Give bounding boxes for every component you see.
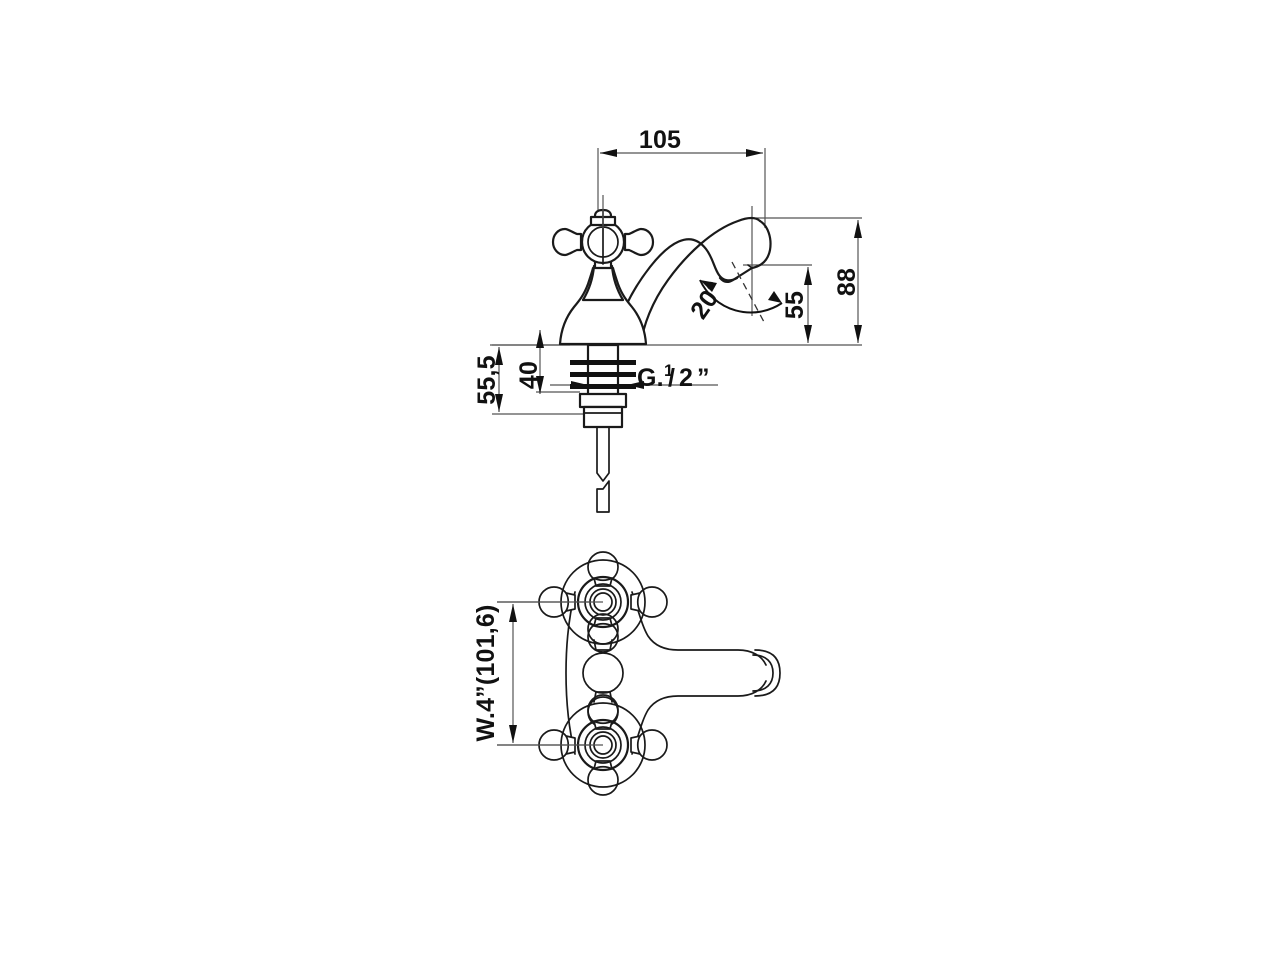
handle-horizontal-arm-right bbox=[623, 227, 655, 257]
thread-numerator-label: 1 bbox=[664, 361, 673, 380]
shank-nut bbox=[582, 405, 624, 429]
dim-40-label: 40 bbox=[515, 361, 543, 389]
faucet-side-geometry bbox=[551, 195, 772, 513]
top-plan-view: W.4”(101,6) bbox=[472, 551, 781, 796]
plan-spout-tip-inner bbox=[752, 654, 774, 692]
dim-handle-centers-label: W.4”(101,6) bbox=[472, 605, 500, 742]
dim-88-label: 88 bbox=[833, 268, 861, 296]
plan-cross-handle-lower bbox=[497, 694, 668, 796]
faucet-body-bell bbox=[558, 266, 648, 346]
dim-55-5-label: 55,5 bbox=[473, 355, 501, 404]
handle-horizontal-arm bbox=[551, 227, 583, 257]
thread-bar-1 bbox=[570, 360, 636, 365]
plan-body-outline-right-lower bbox=[631, 680, 767, 755]
side-elevation-view: 105 88 55 55,5 40 20° G. 1 / 2 ” bbox=[473, 126, 862, 513]
plan-cross-handle-upper bbox=[497, 551, 668, 653]
outlet-angle-annotation bbox=[699, 261, 783, 323]
plan-top-knob-neck bbox=[593, 639, 613, 651]
spout-outlet-lip bbox=[747, 264, 753, 269]
spout-inner-curve bbox=[613, 238, 739, 342]
spout-outer-curve bbox=[639, 216, 762, 346]
thread-slash-label: / bbox=[668, 364, 675, 392]
dim-105-label: 105 bbox=[639, 126, 681, 154]
thread-bar-2 bbox=[570, 372, 636, 377]
shank-washer bbox=[578, 392, 628, 409]
plan-body-outline-right bbox=[631, 591, 767, 666]
handle-knob-right-lower bbox=[636, 729, 668, 761]
thread-prefix-label: G. bbox=[637, 364, 664, 392]
plan-spout-tip-outer bbox=[754, 649, 781, 697]
threaded-shank bbox=[570, 343, 636, 513]
dim-55-label: 55 bbox=[781, 291, 809, 319]
handle-neck-right-lower bbox=[630, 735, 641, 755]
plan-body-outline bbox=[565, 591, 576, 755]
handle-knob-right-upper bbox=[636, 586, 668, 618]
thread-suffix-label: ” bbox=[697, 364, 710, 392]
angle-arc bbox=[699, 279, 783, 314]
top-view-dimension-lines bbox=[497, 601, 590, 746]
thread-denominator-label: 2 bbox=[679, 364, 693, 392]
cross-handle-side bbox=[551, 195, 655, 265]
inlet-thread-callout: G. 1 / 2 ” bbox=[637, 361, 710, 392]
plan-circle-middle bbox=[582, 652, 624, 694]
dim-angle-label: 20° bbox=[685, 277, 730, 325]
spout-outlet-nozzle bbox=[718, 219, 772, 284]
tail-rod-upper bbox=[596, 426, 610, 482]
tail-rod-lower bbox=[596, 480, 610, 513]
thread-bar-3 bbox=[570, 384, 636, 389]
handle-neck-right-upper bbox=[630, 592, 641, 612]
